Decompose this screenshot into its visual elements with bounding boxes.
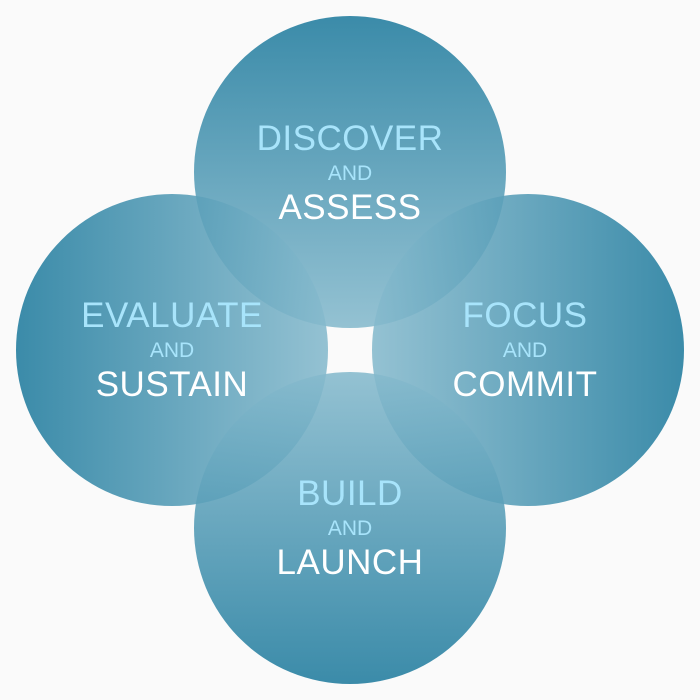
label-left: EVALUATE AND SUSTAIN — [52, 298, 292, 402]
phase-title: DISCOVER — [256, 119, 444, 158]
phase-connector: AND — [149, 339, 195, 362]
phase-subtitle: COMMIT — [452, 365, 598, 404]
label-top: DISCOVER AND ASSESS — [230, 121, 470, 225]
phase-title: FOCUS — [462, 296, 588, 335]
phase-subtitle: SUSTAIN — [95, 365, 249, 404]
phase-subtitle: ASSESS — [278, 188, 422, 227]
phase-connector: AND — [327, 162, 373, 185]
phase-title: EVALUATE — [81, 296, 263, 335]
phase-connector: AND — [327, 517, 373, 540]
circle-bottom — [194, 372, 506, 684]
phase-connector: AND — [502, 339, 548, 362]
label-right: FOCUS AND COMMIT — [405, 298, 645, 402]
label-bottom: BUILD AND LAUNCH — [230, 476, 470, 580]
phase-subtitle: LAUNCH — [276, 543, 424, 582]
phase-title: BUILD — [297, 474, 403, 513]
